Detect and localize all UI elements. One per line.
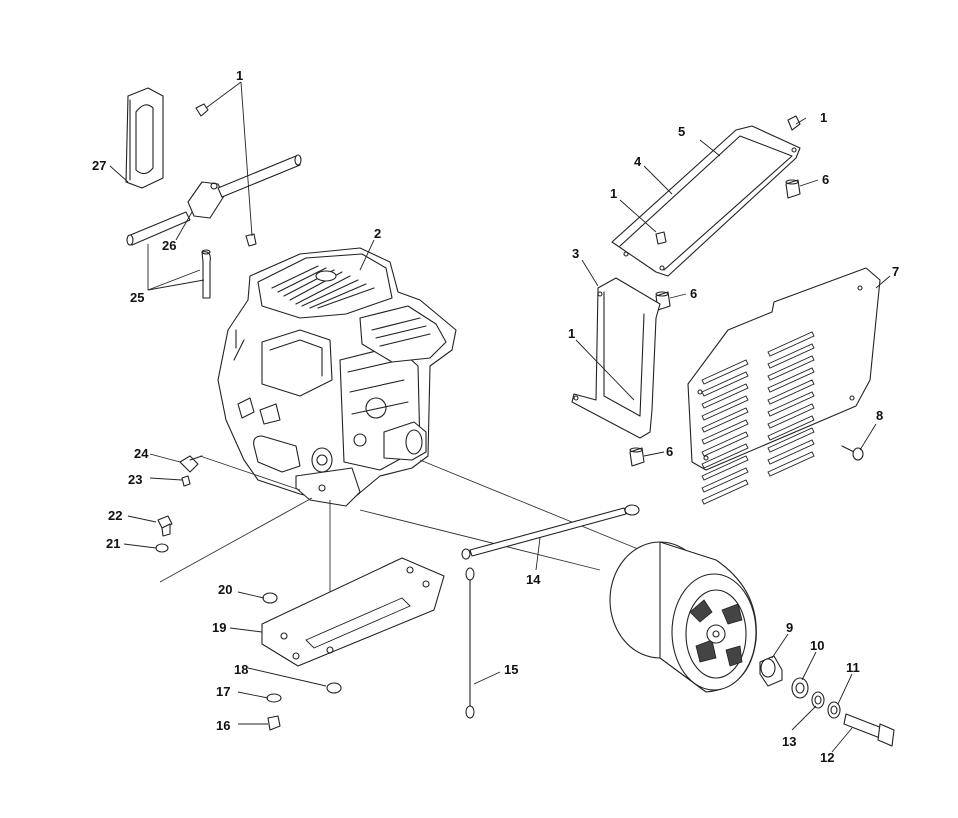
link-rod-part	[465, 567, 475, 719]
slotted-guard-part	[687, 267, 881, 505]
washer-part	[827, 701, 841, 719]
screw-part	[787, 115, 801, 131]
guard-slot	[767, 343, 815, 369]
callout-20: 20	[218, 582, 232, 597]
screw-parts	[195, 103, 257, 247]
guard-slot	[701, 455, 749, 481]
callout-6b: 6	[690, 286, 697, 301]
guard-slot	[767, 367, 815, 393]
callout-18: 18	[234, 662, 248, 677]
callout-14: 14	[526, 572, 541, 587]
callout-3: 3	[572, 246, 579, 261]
callout-21: 21	[106, 536, 120, 551]
lock-washer-part	[155, 543, 169, 553]
guard-slot	[767, 391, 815, 417]
gasket-plate-part	[125, 87, 164, 189]
callout-1c: 1	[610, 186, 617, 201]
callout-25: 25	[130, 290, 144, 305]
callout-26: 26	[162, 238, 176, 253]
callout-8: 8	[876, 408, 883, 423]
guard-slot	[767, 379, 815, 405]
guard-slot	[767, 427, 815, 453]
grommet-part	[785, 179, 801, 199]
callout-15: 15	[504, 662, 518, 677]
callout-16: 16	[216, 718, 230, 733]
bolt-part	[267, 715, 281, 731]
guard-slot	[701, 479, 749, 505]
guard-slot	[701, 371, 749, 397]
callout-13: 13	[782, 734, 796, 749]
top-cover-part	[611, 125, 801, 277]
washer-part	[266, 693, 282, 703]
guard-slot	[767, 355, 815, 381]
guard-slot	[767, 331, 815, 357]
spacer-part	[759, 655, 783, 687]
nut-part	[326, 682, 342, 694]
guard-slot	[701, 395, 749, 421]
screw-part	[655, 231, 667, 245]
guard-slot	[701, 443, 749, 469]
callout-11: 11	[846, 660, 860, 675]
callout-23: 23	[128, 472, 142, 487]
guard-slot	[701, 419, 749, 445]
callout-6a: 6	[822, 172, 829, 187]
callout-1b: 1	[820, 110, 827, 125]
callout-27: 27	[92, 158, 106, 173]
nut-part	[262, 592, 278, 604]
clutch-pulley-part	[609, 541, 757, 693]
plug-part	[181, 475, 191, 487]
guard-slot	[767, 451, 815, 477]
guard-slot	[701, 359, 749, 385]
callout-6c: 6	[666, 444, 673, 459]
callout-1d: 1	[568, 326, 575, 341]
washer-part	[811, 691, 825, 709]
grommet-part	[629, 447, 645, 467]
guard-slot	[701, 407, 749, 433]
callout-22: 22	[108, 508, 122, 523]
callout-19: 19	[212, 620, 226, 635]
mounting-plate-part	[261, 557, 445, 667]
mounting-bracket-part	[571, 277, 661, 439]
long-bolt-part	[843, 713, 895, 747]
elbow-fitting-part	[179, 455, 203, 473]
callout-10: 10	[810, 638, 824, 653]
guard-slot	[701, 467, 749, 493]
assembly-guide-lines	[159, 455, 661, 650]
guard-slot	[767, 415, 815, 441]
guard-slot	[701, 383, 749, 409]
callout-5: 5	[678, 124, 685, 139]
tie-rod-part	[461, 504, 640, 560]
fuel-hose-parts	[126, 154, 302, 299]
callout-1a: 1	[236, 68, 243, 83]
callout-4: 4	[634, 154, 642, 169]
guard-slot	[701, 431, 749, 457]
bushing-part	[791, 677, 809, 699]
callout-24: 24	[134, 446, 149, 461]
bolt-part	[157, 515, 173, 537]
callout-9: 9	[786, 620, 793, 635]
callout-17: 17	[216, 684, 230, 699]
callout-7: 7	[892, 264, 899, 279]
engine-assembly-part	[217, 247, 457, 507]
guard-slot	[767, 403, 815, 429]
callout-12: 12	[820, 750, 834, 765]
guard-slot	[767, 439, 815, 465]
leader-lines	[109, 81, 891, 753]
callout-2: 2	[374, 226, 381, 241]
screw-part	[841, 445, 864, 461]
